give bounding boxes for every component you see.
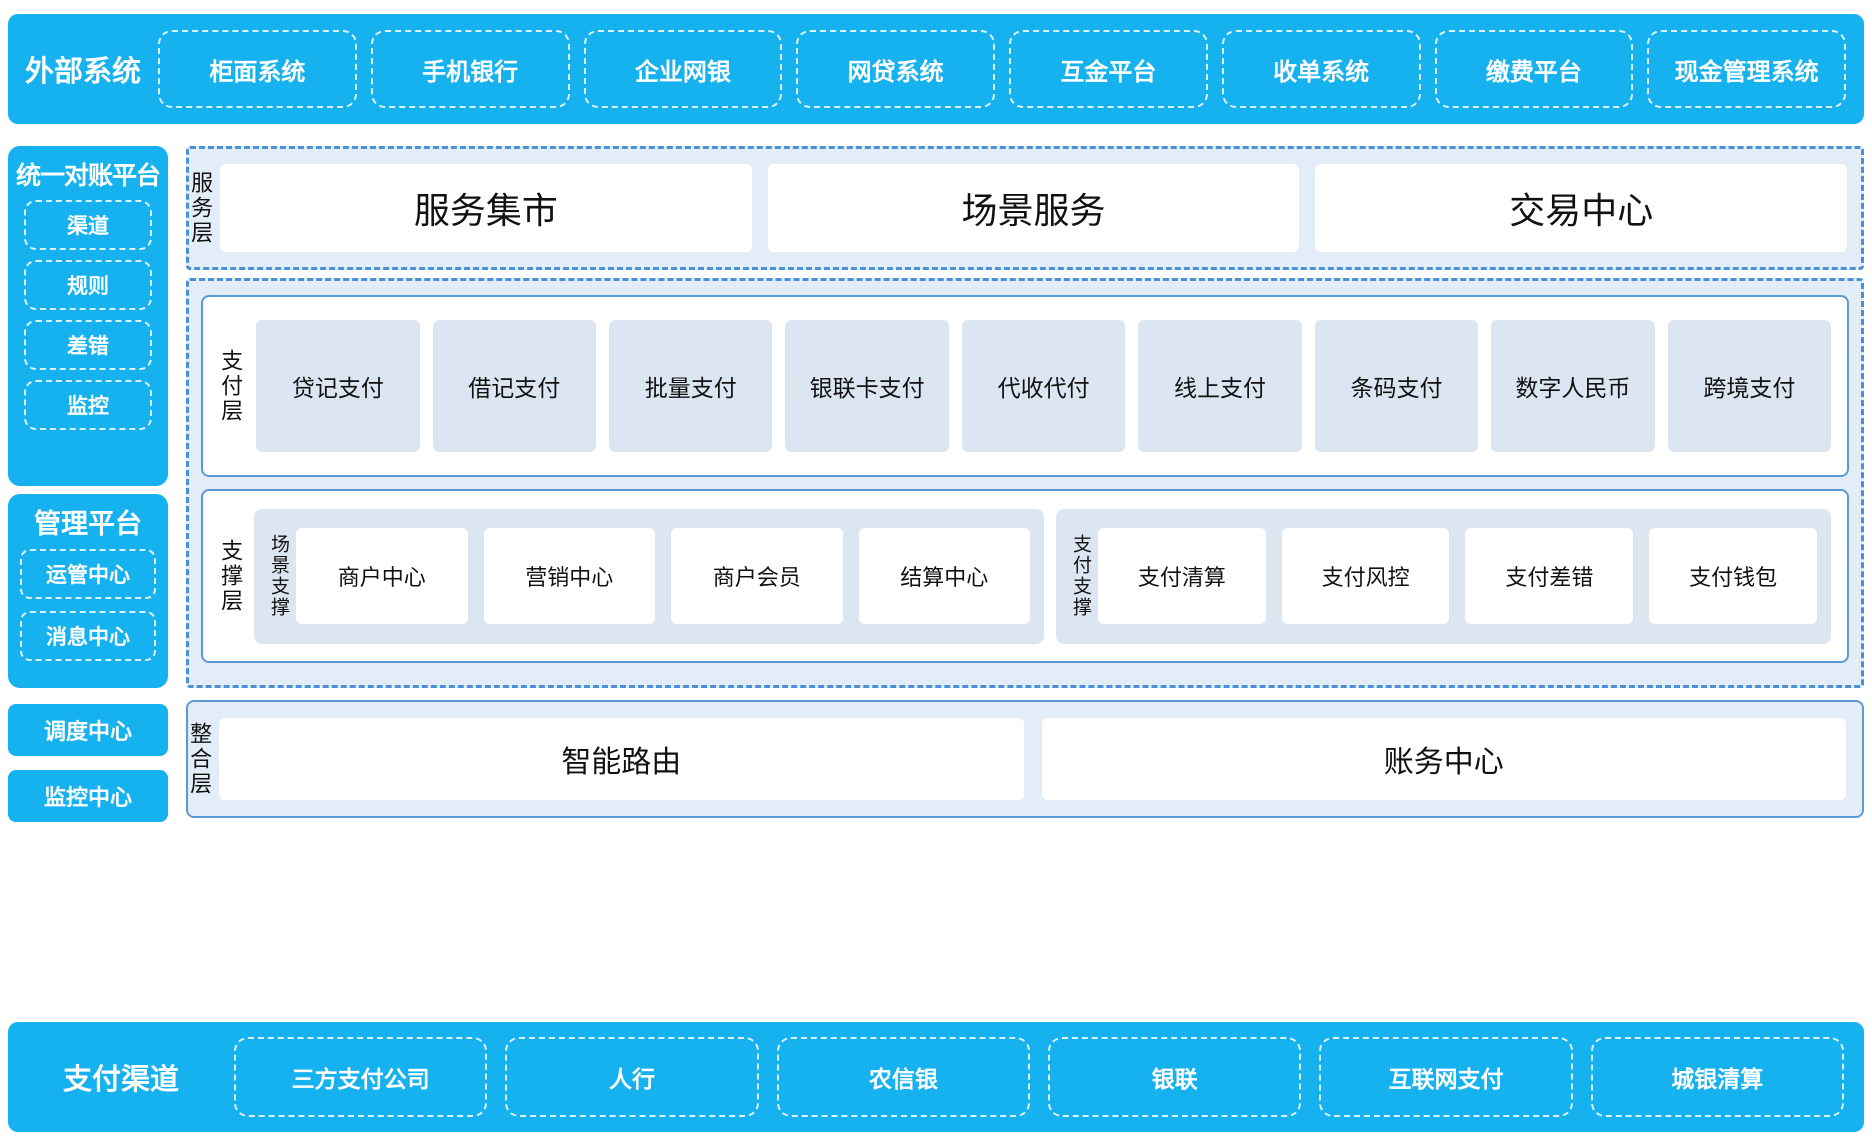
- payment-channels-bar: 支付渠道 三方支付公司 人行 农信银 银联 互联网支付 城银清算: [8, 1022, 1864, 1132]
- integration-layer-box: 整合层 智能路由 账务中心: [186, 700, 1864, 818]
- payment-card-batch[interactable]: 批量支付: [608, 320, 773, 452]
- support-card-payment-clearing[interactable]: 支付清算: [1097, 528, 1266, 624]
- recon-platform-title: 统一对账平台: [15, 162, 161, 190]
- external-system-item[interactable]: 收单系统: [1221, 30, 1421, 108]
- mgmt-item-operations-center[interactable]: 运管中心: [20, 549, 156, 599]
- support-layer-groups: 场景支撑 商户中心 营销中心 商户会员 结算中心 支付支撑 支付清算 支付风控 …: [254, 508, 1831, 644]
- channel-item-pboc[interactable]: 人行: [505, 1037, 759, 1117]
- support-card-payment-error[interactable]: 支付差错: [1465, 528, 1634, 624]
- support-card-payment-wallet[interactable]: 支付钱包: [1649, 528, 1818, 624]
- payment-layer-cards: 贷记支付 借记支付 批量支付 银联卡支付 代收代付 线上支付 条码支付 数字人民…: [256, 320, 1832, 452]
- payment-card-barcode[interactable]: 条码支付: [1314, 320, 1479, 452]
- scenario-support-cards: 商户中心 营销中心 商户会员 结算中心: [296, 528, 1031, 624]
- external-system-item[interactable]: 柜面系统: [158, 30, 357, 108]
- service-layer-label: 服务层: [188, 170, 214, 246]
- payment-channels-list: 三方支付公司 人行 农信银 银联 互联网支付 城银清算: [234, 1037, 1864, 1117]
- integration-card-accounting-center[interactable]: 账务中心: [1041, 718, 1846, 800]
- channel-item-unionpay[interactable]: 银联: [1047, 1037, 1302, 1117]
- payment-support-band: 支付层 贷记支付 借记支付 批量支付 银联卡支付 代收代付 线上支付 条码支付 …: [186, 278, 1864, 688]
- support-card-settlement-center[interactable]: 结算中心: [858, 528, 1031, 624]
- external-system-item[interactable]: 现金管理系统: [1647, 30, 1846, 108]
- payment-card-collection-payment[interactable]: 代收代付: [961, 320, 1126, 452]
- recon-item-rule[interactable]: 规则: [24, 260, 152, 310]
- external-system-item[interactable]: 网贷系统: [796, 30, 995, 108]
- scenario-support-group: 场景支撑 商户中心 营销中心 商户会员 结算中心: [254, 508, 1045, 644]
- support-card-marketing-center[interactable]: 营销中心: [483, 528, 656, 624]
- integration-layer-cards: 智能路由 账务中心: [211, 718, 1862, 800]
- service-layer-cards: 服务集市 场景服务 交易中心: [212, 164, 1861, 252]
- monitoring-center-block[interactable]: 监控中心: [8, 770, 168, 822]
- payment-support-group: 支付支撑 支付清算 支付风控 支付差错 支付钱包: [1056, 508, 1831, 644]
- scenario-support-label: 场景支撑: [268, 534, 290, 618]
- scheduling-center-block[interactable]: 调度中心: [8, 704, 168, 756]
- payment-card-cross-border[interactable]: 跨境支付: [1667, 320, 1832, 452]
- support-layer-label: 支撑层: [218, 538, 244, 614]
- service-card-market[interactable]: 服务集市: [220, 164, 752, 252]
- channel-item-internet-payment[interactable]: 互联网支付: [1319, 1037, 1573, 1117]
- payment-card-digital-rmb[interactable]: 数字人民币: [1491, 320, 1655, 452]
- channel-item-third-party[interactable]: 三方支付公司: [234, 1037, 488, 1117]
- integration-layer-label: 整合层: [187, 721, 213, 797]
- payment-card-online[interactable]: 线上支付: [1138, 320, 1302, 452]
- payment-channels-title: 支付渠道: [62, 1064, 179, 1096]
- external-systems-title: 外部系统: [24, 56, 141, 88]
- management-platform-title: 管理平台: [34, 509, 142, 539]
- payment-support-cards: 支付清算 支付风控 支付差错 支付钱包: [1097, 528, 1818, 624]
- management-platform-list: 运管中心 消息中心: [20, 549, 156, 661]
- external-systems-list: 柜面系统 手机银行 企业网银 网贷系统 互金平台 收单系统 缴费平台 现金管理系…: [158, 30, 1854, 108]
- mgmt-item-message-center[interactable]: 消息中心: [20, 611, 156, 661]
- payment-card-credit[interactable]: 贷记支付: [256, 320, 420, 452]
- service-card-scenario[interactable]: 场景服务: [767, 164, 1300, 252]
- payment-card-debit[interactable]: 借记支付: [432, 320, 596, 452]
- support-card-merchant-member[interactable]: 商户会员: [671, 528, 843, 624]
- external-system-item[interactable]: 互金平台: [1009, 30, 1208, 108]
- channel-item-rcc[interactable]: 农信银: [776, 1037, 1030, 1117]
- recon-platform-list: 渠道 规则 差错 监控: [24, 200, 152, 430]
- service-card-transaction[interactable]: 交易中心: [1315, 164, 1848, 252]
- recon-item-error[interactable]: 差错: [24, 320, 152, 370]
- external-system-item[interactable]: 缴费平台: [1434, 30, 1634, 108]
- payment-layer-label: 支付层: [218, 348, 244, 424]
- payment-layer-box: 支付层 贷记支付 借记支付 批量支付 银联卡支付 代收代付 线上支付 条码支付 …: [201, 295, 1849, 477]
- payment-card-unionpay[interactable]: 银联卡支付: [785, 320, 949, 452]
- recon-item-monitor[interactable]: 监控: [24, 380, 152, 430]
- recon-platform-panel: 统一对账平台 渠道 规则 差错 监控: [8, 146, 168, 486]
- external-systems-bar: 外部系统 柜面系统 手机银行 企业网银 网贷系统 互金平台 收单系统 缴费平台 …: [8, 14, 1864, 124]
- payment-support-label: 支付支撑: [1069, 534, 1091, 618]
- recon-item-channel[interactable]: 渠道: [24, 200, 152, 250]
- service-layer-band: 服务层 服务集市 场景服务 交易中心: [186, 146, 1864, 270]
- external-system-item[interactable]: 手机银行: [370, 30, 570, 108]
- support-card-payment-risk[interactable]: 支付风控: [1281, 528, 1450, 624]
- support-layer-box: 支撑层 场景支撑 商户中心 营销中心 商户会员 结算中心 支付支撑 支付清算: [201, 489, 1849, 663]
- management-platform-panel: 管理平台 运管中心 消息中心: [8, 494, 168, 688]
- external-system-item[interactable]: 企业网银: [583, 30, 783, 108]
- support-card-merchant-center[interactable]: 商户中心: [296, 528, 468, 624]
- channel-item-city-bank-clearing[interactable]: 城银清算: [1590, 1037, 1844, 1117]
- integration-card-smart-routing[interactable]: 智能路由: [219, 718, 1024, 800]
